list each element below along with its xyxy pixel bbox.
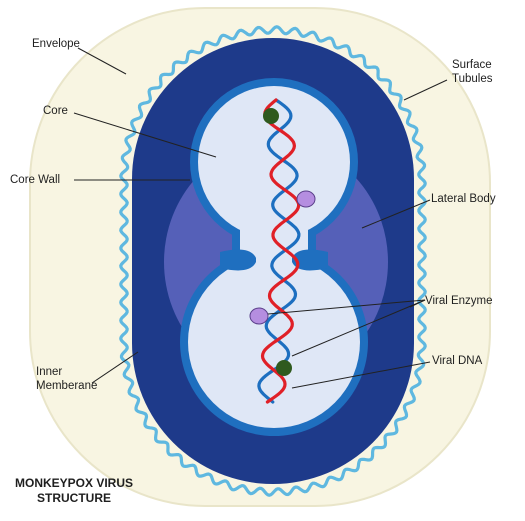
label-viral-dna: Viral DNA [432, 354, 482, 368]
diagram-title-line1: MONKEYPOX VIRUS [10, 476, 138, 491]
label-inner-membrane-line1: Inner [36, 365, 62, 379]
label-inner-membrane-line2: Memberane [36, 379, 97, 393]
label-surface-tubules-line1: Surface [452, 58, 492, 72]
viral-enzyme-dark-bottom [276, 360, 292, 376]
label-lateral-body: Lateral Body [431, 192, 496, 206]
label-surface-tubules-line2: Tubules [452, 72, 493, 86]
label-core: Core [43, 104, 68, 118]
viral-enzyme-top [297, 191, 315, 207]
label-viral-enzyme: Viral Enzyme [425, 294, 493, 308]
label-envelope: Envelope [32, 37, 80, 51]
viral-enzyme-dark-top [263, 108, 279, 124]
diagram-title-line2: STRUCTURE [10, 491, 138, 506]
viral-enzyme-middle [250, 308, 268, 324]
label-core-wall: Core Wall [10, 173, 60, 187]
